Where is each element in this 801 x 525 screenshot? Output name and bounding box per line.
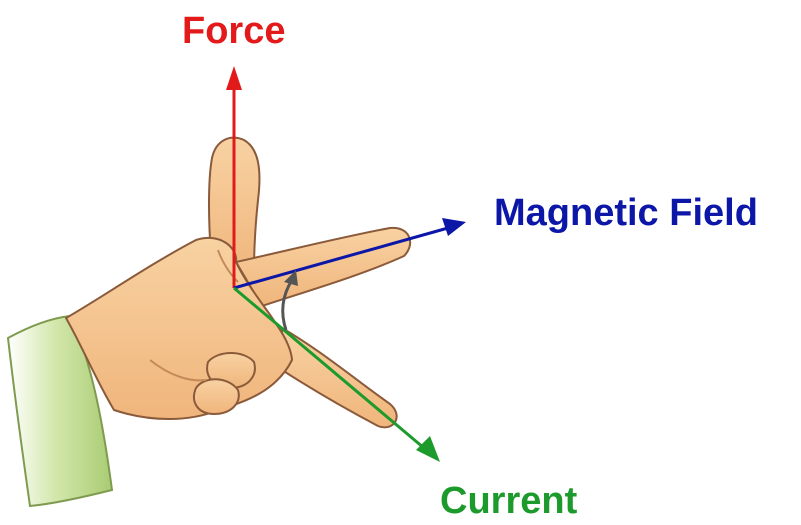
force-arrowhead-icon [226,66,242,90]
current-arrow-shaft [233,286,425,450]
sleeve [6,314,114,508]
current-vector [233,286,440,462]
left-hand-icon [65,136,412,429]
magnetic-field-label: Magnetic Field [494,192,758,234]
field-arrowhead-icon [442,218,466,236]
magnetic-field-vector [233,218,466,290]
current-arrowhead-icon [416,436,440,462]
force-vector [226,66,242,288]
current-label: Current [440,480,578,522]
force-label: Force [182,10,286,52]
right-angle-arc-icon [281,270,298,331]
field-arrow-shaft [233,226,449,290]
